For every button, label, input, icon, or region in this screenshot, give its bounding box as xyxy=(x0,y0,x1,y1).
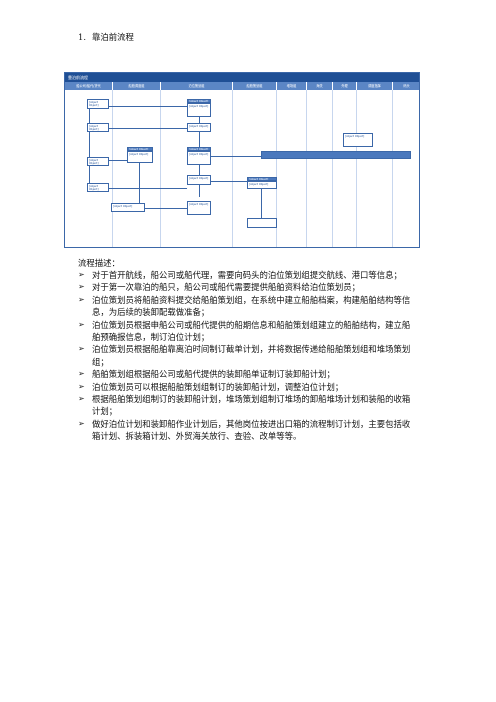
flow-box: [object Object] xyxy=(111,203,145,212)
flow-box: [object Object] xyxy=(87,99,109,109)
section-heading: 1. 靠泊前流程 xyxy=(78,31,134,43)
flow-box: [object Object] xyxy=(187,123,211,132)
flow-box: [object Object] xyxy=(247,181,277,189)
list-item: ➢对于首开航线，船公司或船代理，需要向码头的泊位策划组提交航线、港口等信息； xyxy=(78,270,402,280)
swimlane xyxy=(357,90,393,247)
flow-box: [object Object] xyxy=(343,133,373,147)
lane-header: 船公司/船代/货代 xyxy=(65,82,113,90)
flow-box-wide xyxy=(261,151,411,159)
description-title: 流程描述： xyxy=(78,258,120,268)
swimlane xyxy=(161,90,233,247)
flow-box: [object Object] xyxy=(87,123,109,132)
list-item: ➢泊位策划员将船舶资料提交给船舶策划组，在系统中建立船舶档案，构建船舶结构等信息… xyxy=(78,294,411,318)
flow-box: [object Object] xyxy=(87,157,109,166)
bullet-arrow-icon: ➢ xyxy=(78,394,85,404)
lane-header: 码头 xyxy=(393,82,419,90)
bullet-arrow-icon: ➢ xyxy=(78,344,85,354)
swimlane xyxy=(233,90,277,247)
list-item: ➢根据船舶策划组制订的装卸船计划，堆场策划组制订堆场的卸船堆场计划和装船的收箱计… xyxy=(78,394,411,417)
list-item: ➢泊位策划员根据申船公司或船代提供的船期信息和船舶策划组建立的船舶结构，建立船舶… xyxy=(78,319,411,343)
flowchart: 靠泊前流程 船公司/船代/货代 船舶调度组 泊位策划组 船舶策划组 堆场组 海关… xyxy=(64,72,420,248)
lane-header: 外理 xyxy=(333,82,357,90)
connector-line xyxy=(89,106,187,107)
lane-header: 泊位策划组 xyxy=(161,82,233,90)
section-title: 靠泊前流程 xyxy=(92,32,134,42)
connector-line xyxy=(89,160,129,161)
connector-line xyxy=(139,208,187,209)
swimlane xyxy=(277,90,307,247)
flow-box: [object Object] xyxy=(127,147,153,151)
swimlane xyxy=(307,90,333,247)
description-list: ➢对于首开航线，船公司或船代理，需要向码头的泊位策划组提交航线、港口等信息； ➢… xyxy=(78,269,418,443)
bullet-arrow-icon: ➢ xyxy=(78,369,85,379)
flow-box: [object Object] xyxy=(127,151,153,163)
section-number: 1. xyxy=(78,32,86,42)
bullet-arrow-icon: ➢ xyxy=(78,282,85,292)
lane-header: 堆场组 xyxy=(277,82,307,90)
bullet-arrow-icon: ➢ xyxy=(78,319,85,329)
bullet-arrow-icon: ➢ xyxy=(78,294,85,304)
connector-line xyxy=(89,128,187,129)
flow-box: [object Object] xyxy=(187,147,211,151)
list-item: ➢泊位策划员可以根据船舶策划组制订的装卸船计划，调整泊位计划； xyxy=(78,381,344,392)
connector-line xyxy=(211,181,247,182)
flow-box: [object Object] xyxy=(247,177,277,181)
flow-box: [object Object] xyxy=(187,175,211,185)
list-item: ➢船舶策划组根据船公司或船代提供的装卸船单证制订装卸船计划； xyxy=(78,369,335,380)
list-item: ➢对于第一次靠泊的船只，船公司或船代需要提供船舶资料给泊位策划员； xyxy=(78,282,360,293)
flow-box xyxy=(247,218,277,228)
lane-header: 船舶调度组 xyxy=(113,82,161,90)
flow-box: [object Object] xyxy=(87,183,109,192)
bullet-arrow-icon: ➢ xyxy=(78,381,85,391)
connector-line xyxy=(139,160,140,208)
flow-box: [object Object] xyxy=(187,151,211,165)
lane-header: 海关 xyxy=(307,82,333,90)
flow-box: [object Object] xyxy=(187,99,211,103)
connector-line xyxy=(89,108,90,188)
lane-header: 船舶策划组 xyxy=(233,82,277,90)
connector-line xyxy=(261,181,262,221)
bullet-arrow-icon: ➢ xyxy=(78,270,85,279)
connector-line xyxy=(89,188,187,189)
flow-box: [object Object] xyxy=(187,103,211,117)
list-item: ➢做好泊位计划和装卸船作业计划后，其他岗位按进出口箱的流程制订计划，主要包括收箱… xyxy=(78,418,411,442)
swimlane xyxy=(65,90,113,247)
bullet-arrow-icon: ➢ xyxy=(78,418,85,428)
swimlane xyxy=(333,90,357,247)
flowchart-title: 靠泊前流程 xyxy=(65,73,419,82)
swimlane xyxy=(113,90,161,247)
list-item: ➢泊位策划员根据船舶靠离泊时间制订截单计划，并将数据传递给船舶策划组和堆场策划组… xyxy=(78,344,411,367)
lane-header: 调度指挥 xyxy=(357,82,393,90)
flow-box: [object Object] xyxy=(187,201,211,215)
